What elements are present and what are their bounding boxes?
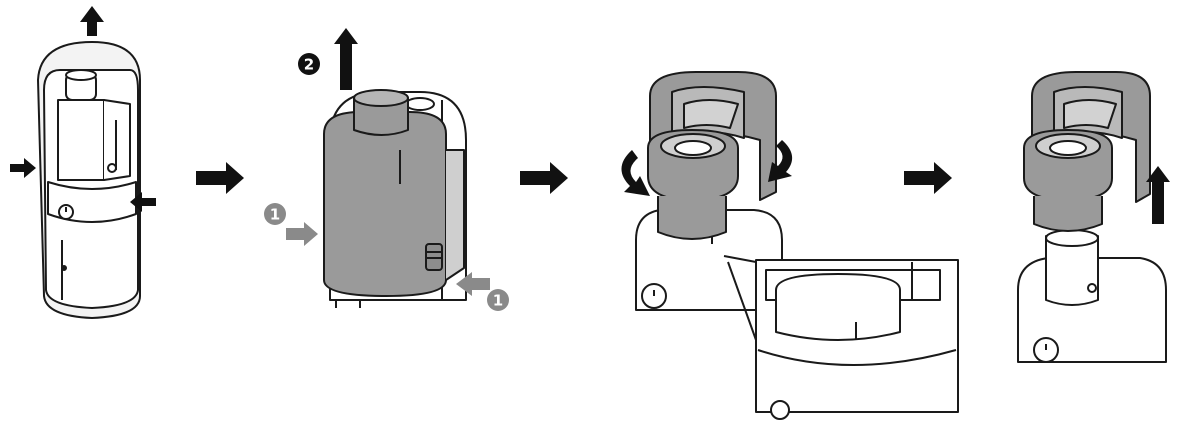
step-badge: 2 <box>298 53 320 75</box>
arrow-right-icon <box>904 162 952 194</box>
step-4-illustration <box>1017 71 1167 363</box>
rotate-icon <box>768 140 793 182</box>
arrow-right-icon <box>520 162 568 194</box>
step-badge: 1 <box>264 203 286 225</box>
badge-label: 2 <box>304 56 314 74</box>
step-1-illustration <box>37 41 141 319</box>
arrow-up-icon <box>334 28 358 90</box>
badge-label: 1 <box>493 292 503 310</box>
arrow-up-icon <box>80 6 104 36</box>
arrow-right-icon <box>10 158 36 178</box>
step-3-illustration <box>635 71 959 420</box>
arrow-right-icon <box>286 222 318 246</box>
step-badge: 1 <box>487 289 509 311</box>
arrow-right-icon <box>196 162 244 194</box>
badge-label: 1 <box>270 206 280 224</box>
rotate-icon <box>621 150 650 196</box>
arrow-left-icon <box>456 272 490 296</box>
arrow-up-icon <box>1146 166 1170 224</box>
arrow-left-icon <box>130 192 156 212</box>
step-2-illustration <box>323 89 467 308</box>
